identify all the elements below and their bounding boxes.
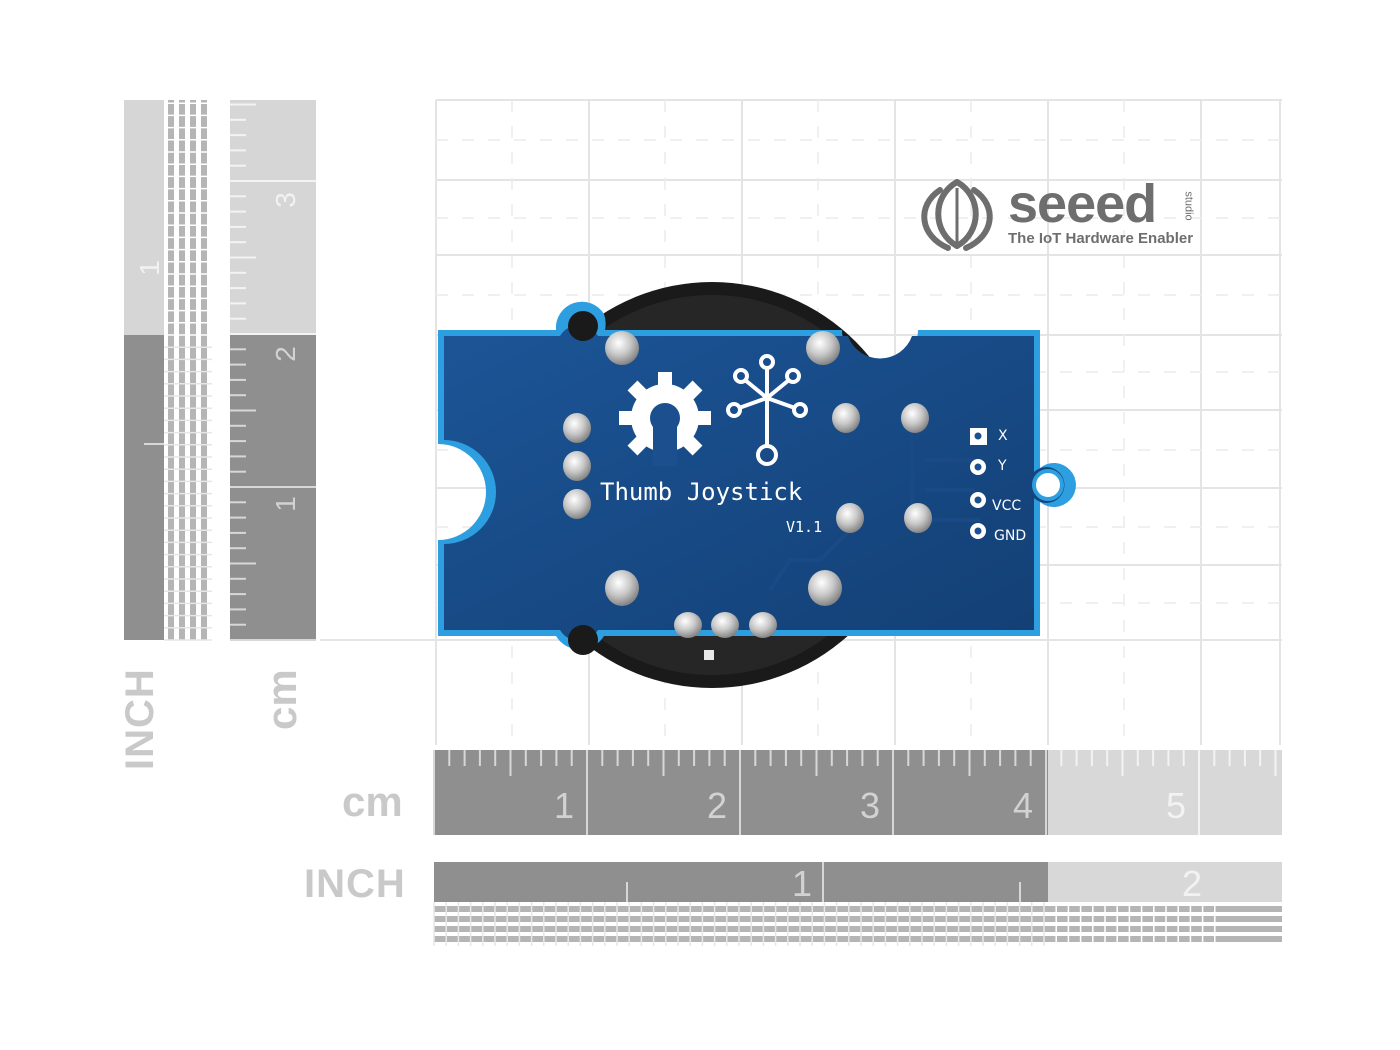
- brand-tagline: The IoT Hardware Enabler: [1008, 230, 1194, 247]
- board-version: V1.1: [786, 518, 823, 536]
- ruler-band: [201, 100, 207, 640]
- seeed-logo: seeed studio The IoT Hardware Enabler: [912, 176, 1212, 256]
- cm-bottom-number: 3: [860, 785, 881, 826]
- pin-label-y: Y: [998, 458, 1007, 474]
- pin-label-x: X: [998, 428, 1008, 444]
- cm-bottom-number: 5: [1166, 785, 1187, 826]
- ruler-band: [168, 100, 174, 640]
- ruler-band: [434, 916, 1282, 922]
- cm-bottom-number: 4: [1013, 785, 1034, 826]
- brand-name: seeed: [1008, 174, 1157, 234]
- ruler-band: [434, 926, 1282, 932]
- board-title: Thumb Joystick: [600, 478, 803, 506]
- inch-bottom-label: INCH: [304, 862, 406, 906]
- inch-bottom-number: 1: [792, 863, 813, 904]
- grove-node-icon: [726, 354, 808, 466]
- open-hardware-icon: [619, 372, 711, 466]
- ruler-band: [190, 100, 196, 640]
- pin-label-vcc: VCC: [992, 498, 1022, 514]
- pin-label-gnd: GND: [994, 528, 1027, 544]
- ruler-band: [179, 100, 185, 640]
- cm-bottom-number: 1: [554, 785, 575, 826]
- seeed-leaf-icon: [921, 179, 993, 251]
- ruler-band: [434, 936, 1282, 942]
- cm-bottom-label: cm: [342, 778, 403, 825]
- cm-bottom-number: 2: [707, 785, 728, 826]
- ruler-band: [434, 906, 1282, 912]
- inch-bottom-number: 2: [1182, 863, 1203, 904]
